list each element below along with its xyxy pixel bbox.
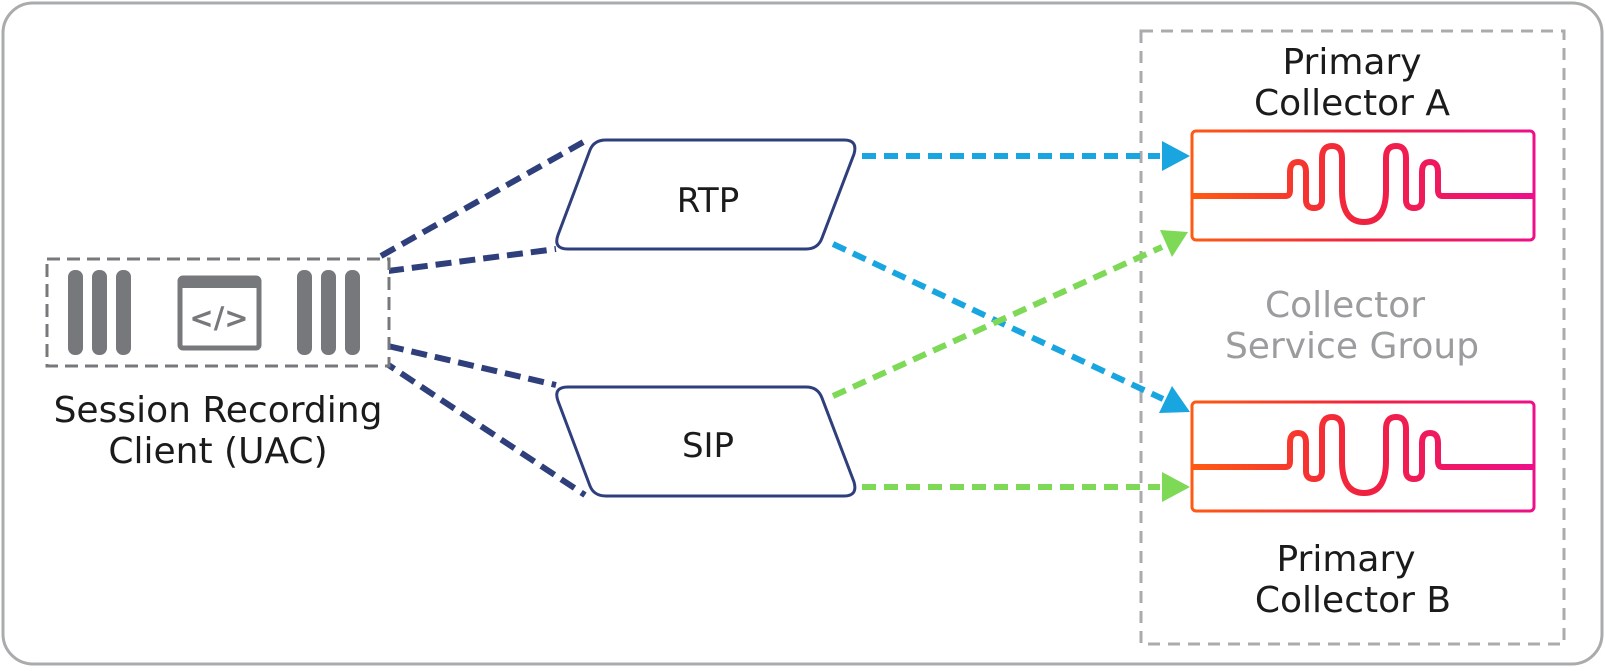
- rtp-arrowhead-a: [1162, 141, 1190, 171]
- client-label-line2: Client (UAC): [108, 431, 327, 472]
- sip-to-collector-a-line: [831, 244, 1164, 399]
- collector-a-label-line2: Collector A: [1254, 83, 1450, 124]
- sip-arrowhead-a: [1160, 230, 1188, 257]
- collector-a-box: [1190, 129, 1536, 242]
- server-bars-icon: [297, 270, 360, 355]
- link-client-sip-bottom: [379, 357, 587, 498]
- client-label-line1: Session Recording: [54, 390, 383, 431]
- collector-b-box: [1190, 400, 1536, 513]
- signal-waveform-icon: [1192, 413, 1534, 497]
- group-label-line1: Collector: [1265, 285, 1425, 326]
- code-window-icon: </>: [177, 275, 262, 351]
- link-client-sip-top: [387, 343, 557, 388]
- server-bars-icon: [68, 270, 131, 355]
- client-to-protocol-links: [379, 137, 589, 498]
- sip-flows: [831, 244, 1164, 490]
- sip-label: SIP: [682, 426, 734, 466]
- signal-waveform-icon: [1192, 142, 1534, 226]
- collector-a-label-line1: Primary: [1282, 42, 1421, 83]
- rtp-arrowhead-b: [1159, 386, 1190, 413]
- rtp-protocol-box: [555, 138, 857, 251]
- sip-arrowhead-b: [1162, 472, 1190, 502]
- link-client-rtp-top: [379, 137, 589, 259]
- group-label-line2: Service Group: [1225, 326, 1479, 367]
- sip-protocol-box: [555, 385, 857, 498]
- collector-service-group-box: [1139, 29, 1566, 646]
- link-client-rtp-bottom: [387, 246, 557, 274]
- rtp-label: RTP: [677, 181, 739, 221]
- code-icon-glyph: </>: [189, 301, 248, 335]
- collector-b-label-line2: Collector B: [1255, 580, 1451, 621]
- collector-b-label-line1: Primary: [1276, 539, 1415, 580]
